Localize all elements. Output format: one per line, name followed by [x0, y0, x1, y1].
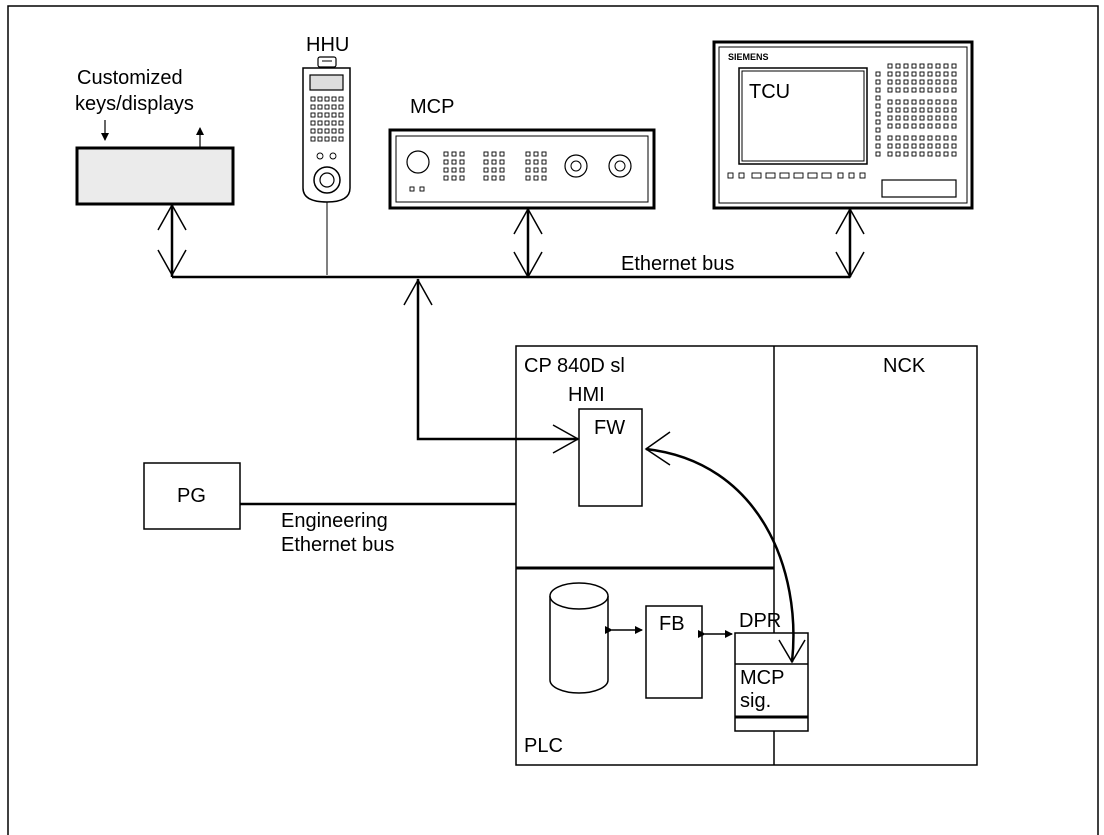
tcu-arrowhead-down [835, 251, 865, 279]
fw-arrowhead [644, 431, 671, 466]
dpr-box [734, 632, 809, 732]
tcu-slot [881, 179, 957, 198]
engineering-label-line2: Ethernet bus [281, 534, 394, 556]
tcu-screen [738, 67, 868, 165]
mcp-arrowhead-down [513, 251, 543, 279]
fb-box [645, 605, 703, 699]
tcu-brand: SIEMENS [728, 52, 769, 62]
nck-label: NCK [883, 355, 926, 377]
mcp-inner-frame [395, 135, 649, 203]
plc-label: PLC [524, 735, 563, 757]
tcu-arrowhead-up [835, 207, 865, 235]
customized-arrowhead-down [157, 249, 187, 277]
pg-label: PG [177, 485, 206, 507]
mcp-label: MCP [410, 96, 454, 118]
hhu-label: HHU [306, 34, 349, 56]
engineering-label-line1: Engineering [281, 510, 388, 532]
mcp-device: MCP [388, 96, 656, 210]
outer-frame [7, 5, 1099, 835]
hhu-device: HHU [302, 34, 351, 275]
mcp-sig-label-line2: sig. [740, 690, 771, 712]
fw-box [578, 408, 643, 507]
ethernet-bus: Ethernet bus [157, 203, 865, 454]
cp840d-block: CP 840D sl NCK HMI FW FB DPR MCP sig. PL… [515, 345, 978, 766]
customized-arrowhead-up [157, 203, 187, 231]
dpr-label: DPR [739, 610, 781, 632]
pg-device: PG Engineering Ethernet bus [143, 462, 516, 556]
fw-dpr-link [645, 447, 795, 663]
cp-label: CP 840D sl [524, 355, 625, 377]
pg-box [143, 462, 241, 530]
cp-outer-box [515, 345, 978, 766]
mcp-sig-label-line1: MCP [740, 667, 784, 689]
tcu-inner-frame [718, 46, 968, 204]
ethernet-bus-label: Ethernet bus [621, 253, 734, 275]
tcu-device: SIEMENS TCU [712, 40, 974, 210]
hmi-arrowhead-right [552, 424, 580, 454]
fb-label: FB [659, 613, 685, 635]
dpr-arrowhead [778, 639, 806, 664]
tcu-label: TCU [749, 81, 790, 103]
mcp-keys [409, 151, 547, 192]
hmi-label: HMI [568, 384, 605, 406]
fw-label: FW [594, 417, 625, 439]
plc-memory-cylinder [549, 582, 609, 694]
hhu-keypad [310, 96, 344, 160]
customized-label-line2: keys/displays [75, 93, 194, 115]
bus-to-hmi-line [416, 279, 578, 441]
mcp-selector-knob [406, 150, 430, 174]
customized-keys-displays: Customized keys/displays [75, 67, 235, 206]
bus-arrowhead-up [403, 278, 433, 306]
hhu-display [309, 74, 344, 91]
customized-box [75, 146, 235, 206]
mcp-arrowhead-up [513, 207, 543, 235]
tcu-keyboard [727, 63, 957, 179]
customized-label-line1: Customized [77, 67, 183, 89]
hhu-top-knob [317, 56, 337, 68]
